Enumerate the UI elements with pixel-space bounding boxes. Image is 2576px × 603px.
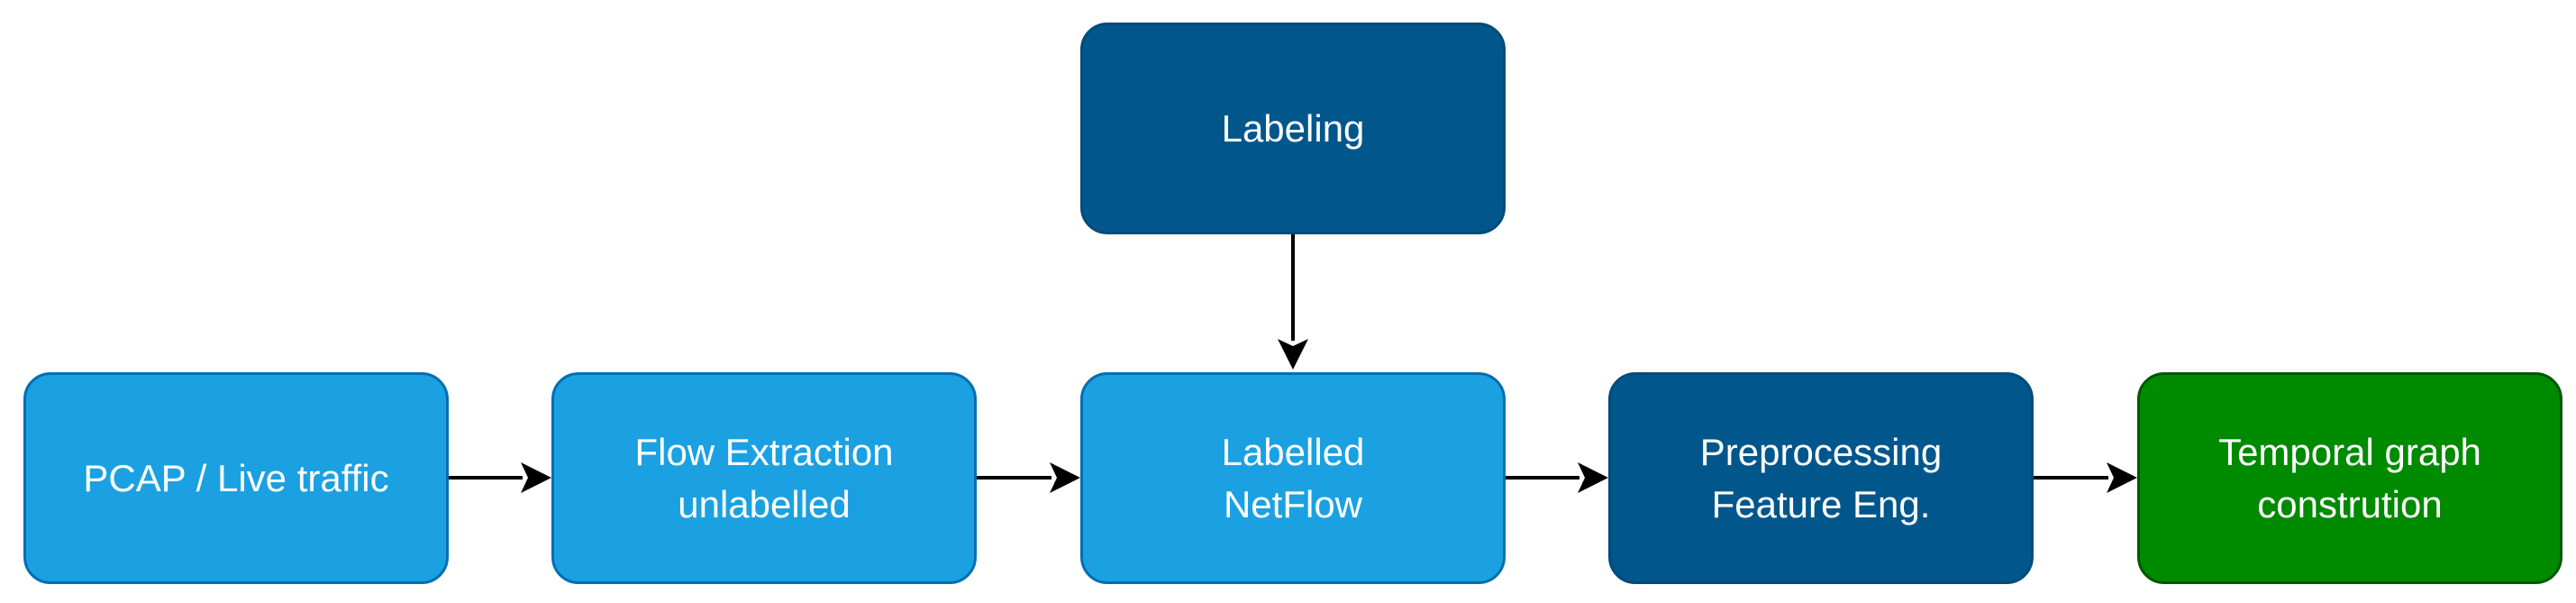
node-temporal-line-2: constrution: [2257, 482, 2443, 525]
edge-flow-to-labelled: [976, 462, 1080, 493]
node-temporal-graph: Temporal graph constrution: [2137, 372, 2562, 584]
node-flow-extraction: Flow Extraction unlabelled: [551, 372, 977, 584]
node-temporal-line-1: Temporal graph: [2218, 430, 2481, 473]
node-pcap-line-1: PCAP / Live traffic: [83, 456, 389, 499]
node-labeling: Labeling: [1080, 23, 1506, 234]
node-labelled-line-1: Labelled: [1221, 430, 1365, 473]
node-preprocessing-line-1: Preprocessing: [1699, 430, 1943, 473]
edge-labeling-to-labelled: [1278, 234, 1308, 370]
node-flow-line-2: unlabelled: [678, 482, 851, 525]
node-preprocessing-line-2: Feature Eng.: [1711, 482, 1931, 525]
node-labeling-line-1: Labeling: [1221, 106, 1365, 150]
edge-labelled-to-preprocessing: [1505, 462, 1608, 493]
edge-preprocessing-to-temporal: [2034, 462, 2137, 493]
node-flow-line-1: Flow Extraction: [634, 430, 894, 473]
node-labelled-netflow: Labelled NetFlow: [1080, 372, 1506, 584]
edge-pcap-to-flow: [448, 462, 551, 493]
node-labelled-line-2: NetFlow: [1223, 482, 1363, 525]
node-pcap-live-traffic: PCAP / Live traffic: [23, 372, 449, 584]
node-preprocessing: Preprocessing Feature Eng.: [1608, 372, 2034, 584]
